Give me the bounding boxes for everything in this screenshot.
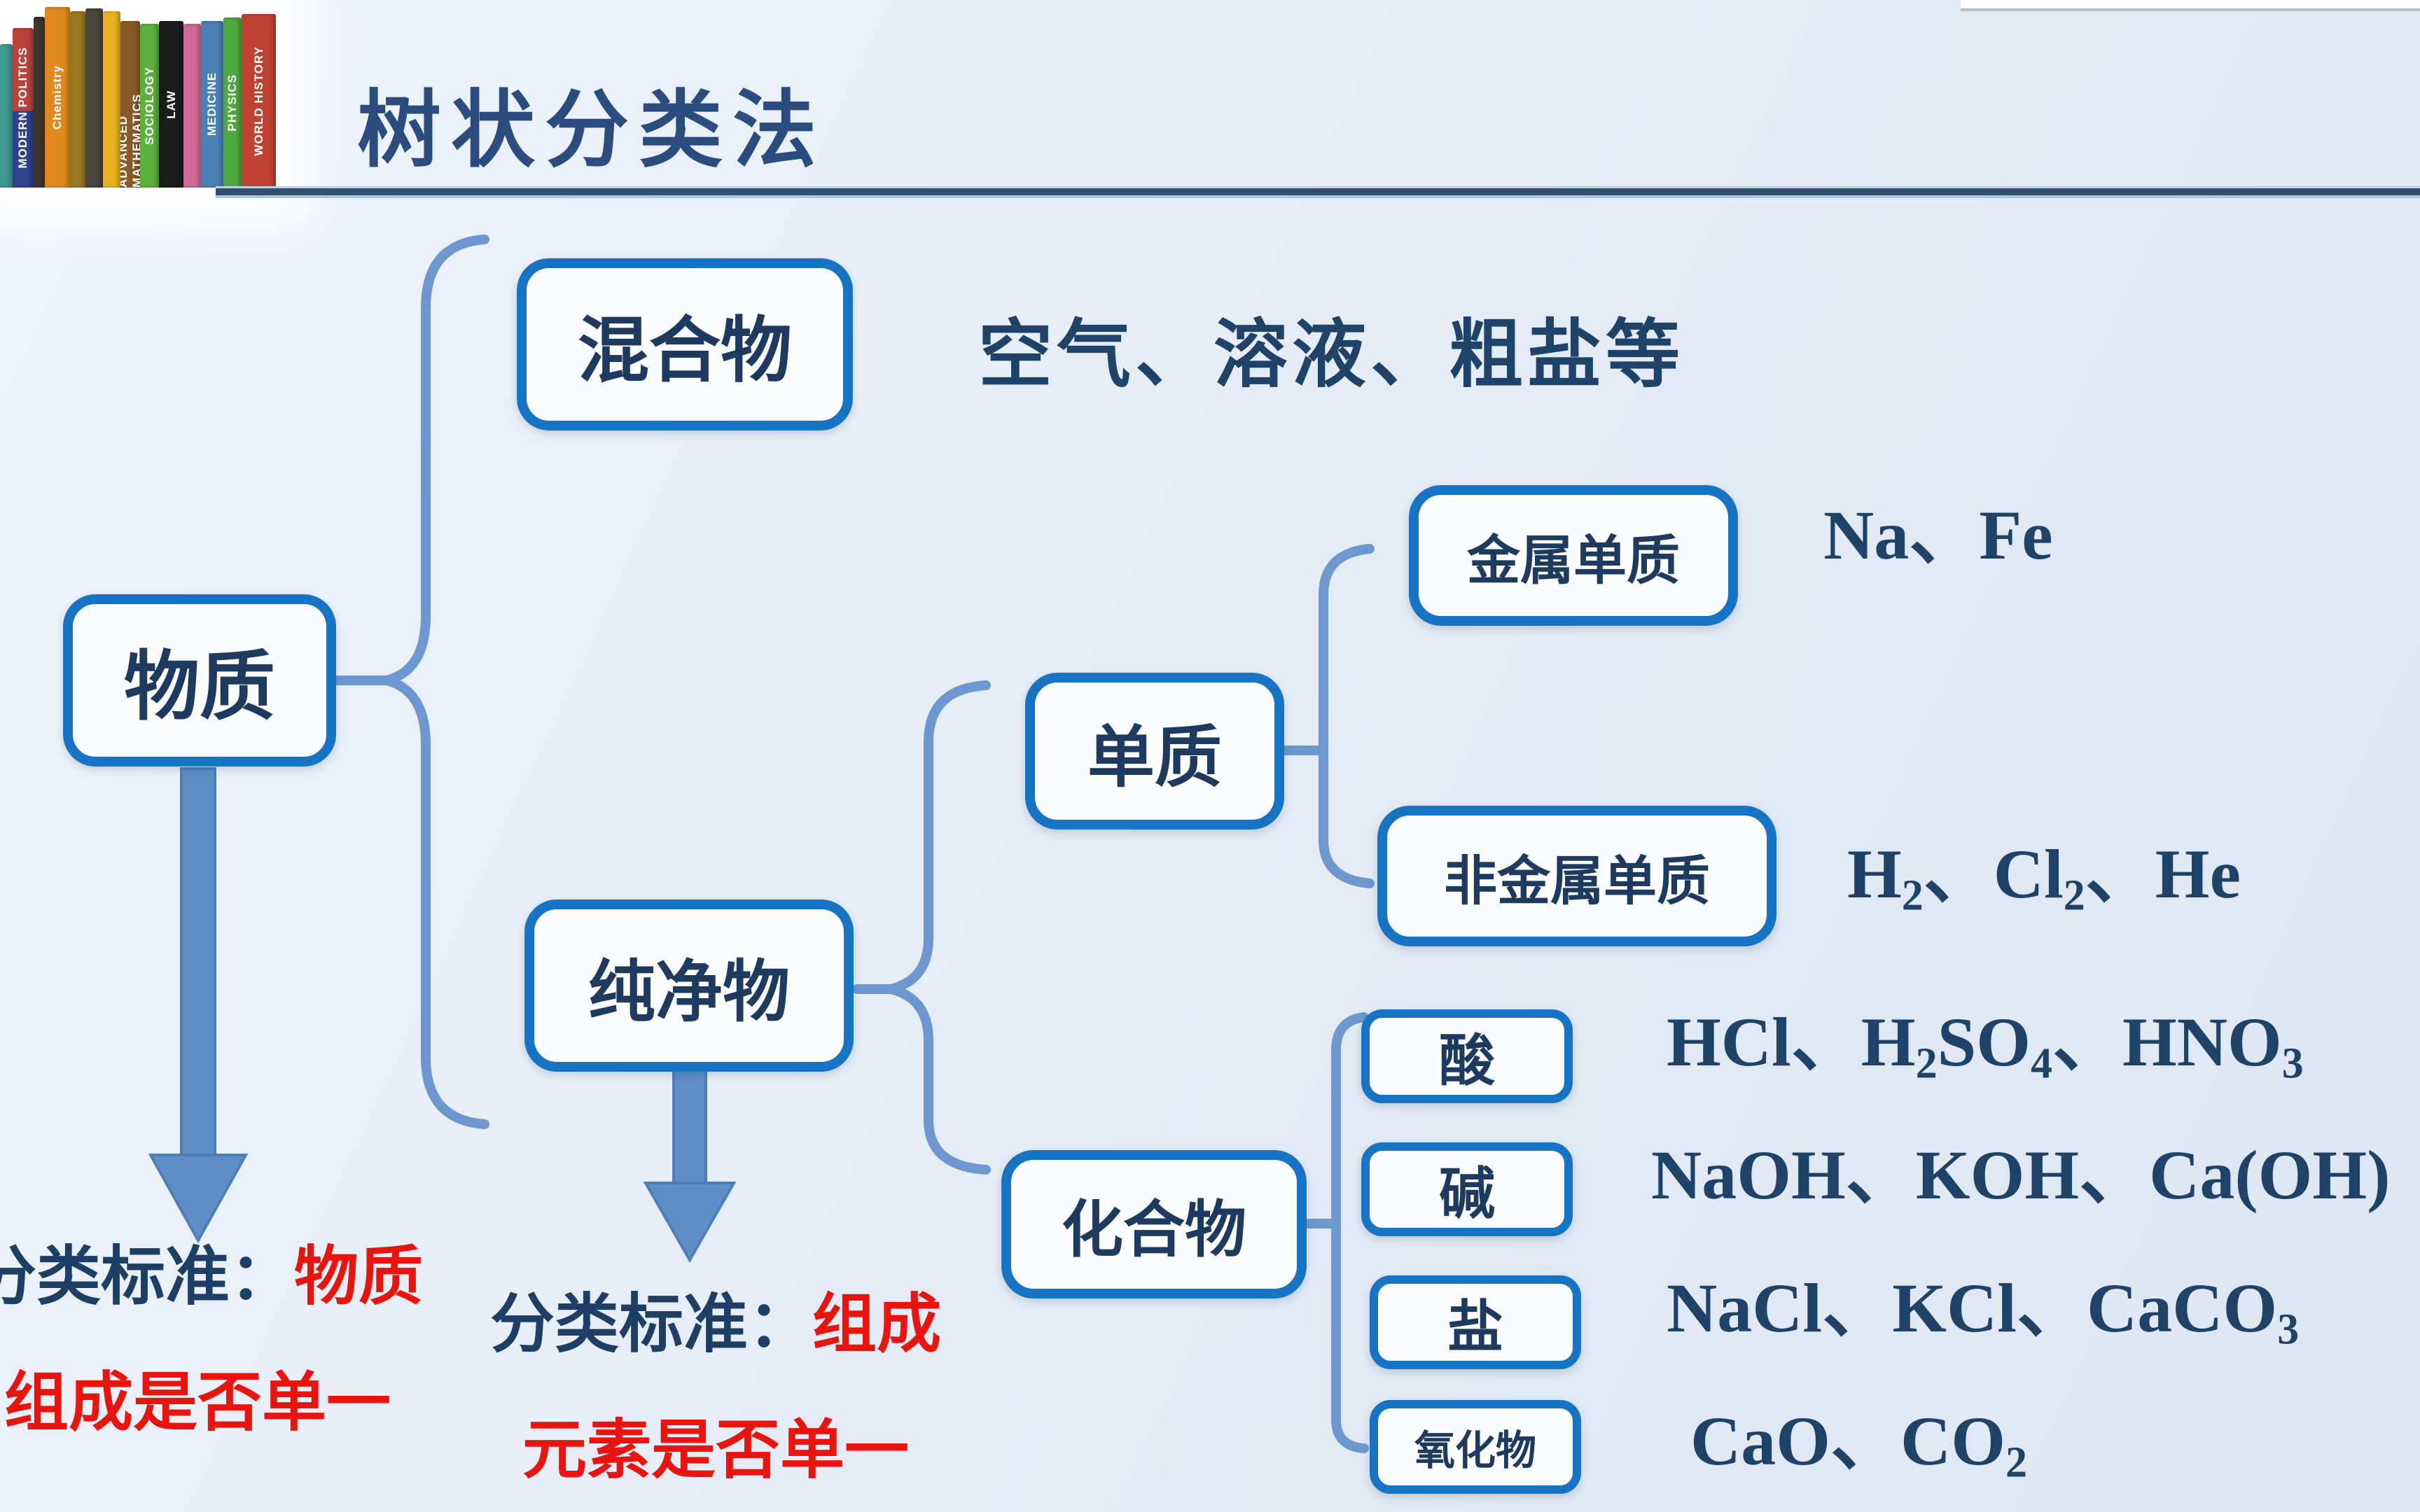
node-base: 碱 — [1361, 1142, 1573, 1236]
node-nonmetal-element: 非金属单质 — [1377, 806, 1776, 946]
examples-base: NaOH、KOH、Ca(OH) — [1651, 1136, 2391, 1214]
node-mixture-label: 混合物 — [578, 312, 792, 391]
annotation-pure-criterion: 分类标准：组成 元素是否单一 — [490, 1292, 941, 1483]
node-acid-label: 酸 — [1439, 1031, 1495, 1093]
node-compound: 化合物 — [1001, 1150, 1307, 1298]
book-spine: SOCIOLOGY — [140, 24, 159, 188]
annotation-root-prefix: 分类标准： — [0, 1241, 295, 1312]
connector-brace-root — [385, 234, 489, 1129]
connector-bracket-compound — [1331, 1012, 1369, 1453]
node-oxide: 氧化物 — [1370, 1400, 1581, 1494]
node-element-label: 单质 — [1087, 720, 1222, 795]
node-base-label: 碱 — [1439, 1164, 1495, 1226]
annotation-root-line2: 组成是否单一 — [4, 1367, 391, 1438]
node-oxide-label: 氧化物 — [1414, 1428, 1536, 1474]
arrow-root-down — [148, 767, 249, 1244]
examples-oxide: CaO、CO2 — [1690, 1402, 2027, 1487]
examples-metal: Na、Fe — [1823, 496, 2053, 574]
node-compound-label: 化合物 — [1061, 1196, 1246, 1265]
book-spine — [103, 11, 120, 188]
book-spine — [34, 17, 45, 188]
node-substance: 物质 — [63, 594, 336, 766]
book-spine: Chemistry — [45, 7, 70, 188]
page-title: 树状分类法 — [357, 84, 826, 177]
book-spine: ADVANCED MATHEMATICS — [120, 21, 140, 188]
node-mixture: 混合物 — [517, 258, 853, 430]
connector-brace-pure — [889, 680, 991, 1175]
node-pure-substance: 纯净物 — [524, 899, 854, 1072]
examples-acid: HCl、H2SO4、HNO3 — [1667, 1003, 2304, 1088]
node-pure-substance-label: 纯净物 — [588, 954, 790, 1030]
node-acid: 酸 — [1361, 1009, 1573, 1103]
annotation-pure-highlight: 组成 — [812, 1289, 942, 1360]
arrow-pure-down — [643, 1069, 737, 1264]
book-spine: PHYSICS — [223, 18, 242, 188]
node-element: 单质 — [1025, 673, 1284, 830]
book-spine: WORLD HISTORY — [242, 14, 276, 188]
node-salt-label: 盐 — [1447, 1297, 1503, 1359]
book-spine: MODERN POLITICS — [13, 28, 34, 188]
examples-mixture: 空气、溶液、粗盐等 — [978, 314, 1684, 396]
node-metal-element-label: 金属单质 — [1467, 531, 1680, 591]
divider-line — [216, 186, 2420, 198]
annotation-root-criterion: 分类标准：物质 组成是否单一 — [0, 1245, 423, 1435]
examples-nonmetal: H2、Cl2、He — [1847, 835, 2241, 920]
node-metal-element: 金属单质 — [1409, 485, 1738, 626]
book-spine: LAW — [159, 21, 183, 188]
annotation-pure-line2: 元素是否单一 — [522, 1415, 910, 1486]
bookshelf-books: MODERN POLITICS Chemistry ADVANCED MATHEMA… — [0, 0, 280, 188]
node-substance-label: 物质 — [123, 646, 275, 729]
book-spine — [183, 24, 201, 188]
top-toolbar-strip — [1961, 0, 2420, 11]
connector-bracket-element — [1319, 544, 1375, 888]
book-spine — [85, 8, 103, 188]
node-nonmetal-element-label: 非金属单质 — [1444, 852, 1710, 911]
node-salt: 盐 — [1370, 1275, 1581, 1369]
annotation-root-highlight: 物质 — [294, 1241, 424, 1312]
book-spine: MEDICINE — [201, 21, 223, 188]
book-spine — [70, 11, 85, 188]
examples-salt: NaCl、KCl、CaCO3 — [1667, 1269, 2300, 1354]
annotation-pure-prefix: 分类标准： — [490, 1289, 813, 1360]
book-spine — [0, 44, 13, 188]
